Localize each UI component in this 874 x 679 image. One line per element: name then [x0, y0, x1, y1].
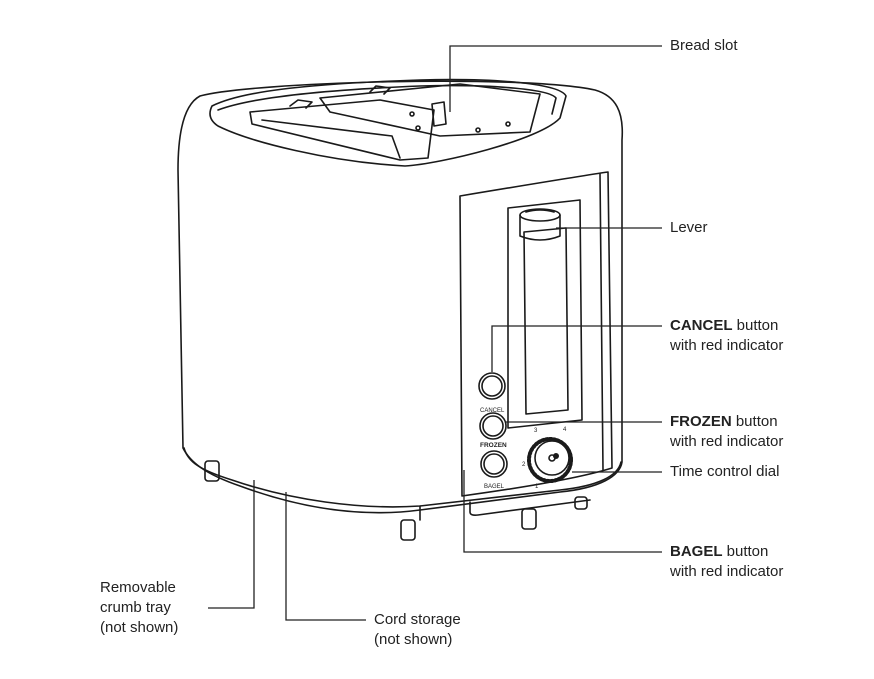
dial-mark-1: 1 — [535, 484, 539, 490]
label-bread-slot: Bread slot — [670, 37, 738, 54]
label-cancel-button: CANCEL button with red indicator — [670, 316, 783, 356]
leader-bagel — [463, 470, 662, 553]
label-crumb-tray: Removable crumb tray (not shown) — [100, 578, 178, 638]
label-lever: Lever — [670, 219, 708, 236]
top-rim — [209, 78, 567, 167]
lever-track — [507, 199, 583, 429]
toaster-base-rim — [183, 447, 622, 508]
label-cancel-bold: CANCEL — [670, 317, 733, 334]
label-bagel-line2: with red indicator — [670, 563, 784, 580]
bread-slot-back — [319, 83, 541, 137]
label-crumb-line1: Removable — [100, 579, 176, 596]
leader-bread-slot — [449, 45, 662, 112]
dial-mark-3: 3 — [534, 428, 538, 434]
label-frozen-rest: button — [731, 413, 778, 430]
label-cord-storage: Cord storage (not shown) — [374, 610, 461, 650]
label-cancel-line2: with red indicator — [670, 337, 784, 354]
label-bagel-bold: BAGEL — [670, 543, 723, 560]
bread-slot-front — [249, 99, 435, 161]
bagel-button[interactable] — [480, 450, 508, 478]
lever[interactable] — [519, 208, 561, 241]
label-frozen-line2: with red indicator — [670, 433, 784, 450]
leader-cord-storage — [285, 492, 366, 621]
frozen-button[interactable] — [479, 412, 507, 440]
label-crumb-line3: (not shown) — [100, 619, 179, 636]
label-time-dial: Time control dial — [670, 463, 780, 480]
label-frozen-bold: FROZEN — [670, 413, 732, 430]
dial-mark-4: 4 — [563, 427, 567, 433]
label-cancel-rest: button — [732, 317, 779, 334]
label-bagel-rest: button — [722, 543, 769, 560]
label-cord-line2: (not shown) — [374, 631, 453, 648]
dial-mark-2: 2 — [522, 462, 526, 468]
leader-cancel — [491, 325, 662, 372]
toaster-feet — [204, 460, 588, 541]
cancel-button[interactable] — [478, 372, 506, 400]
label-cord-line1: Cord storage — [374, 611, 461, 628]
panel-bagel-text: BAGEL — [484, 484, 505, 490]
label-frozen-button: FROZEN button with red indicator — [670, 412, 783, 452]
label-crumb-line2: crumb tray — [100, 599, 171, 616]
label-bagel-button: BAGEL button with red indicator — [670, 542, 783, 582]
leader-crumb-tray — [208, 480, 255, 609]
leader-lines — [208, 45, 662, 621]
panel-frozen-text: FROZEN — [480, 442, 507, 449]
side-panel — [459, 171, 613, 497]
panel-cancel-text: CANCEL — [480, 408, 505, 414]
toaster-body — [177, 80, 624, 514]
